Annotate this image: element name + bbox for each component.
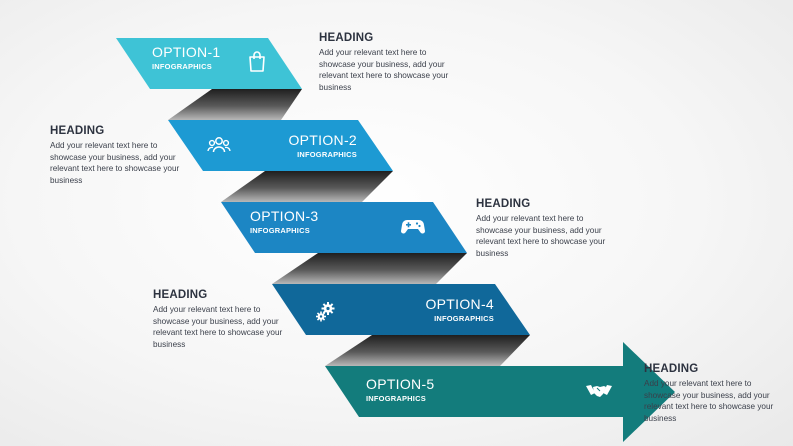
- note-3: HEADING Add your relevant text here to s…: [476, 198, 606, 259]
- option-5-arrow: [325, 342, 675, 442]
- option-2-subtitle: INFOGRAPHICS: [297, 150, 357, 159]
- option-4-label: OPTION-4 INFOGRAPHICS: [407, 297, 494, 323]
- note-1-heading: HEADING: [319, 32, 374, 44]
- note-4-heading: HEADING: [153, 289, 208, 301]
- note-2: HEADING Add your relevant text here to s…: [50, 125, 180, 186]
- option-3-title: OPTION-3: [250, 208, 319, 224]
- gears-icon: [316, 302, 335, 322]
- option-2-band: [168, 120, 393, 171]
- option-2-label: OPTION-2 INFOGRAPHICS: [270, 133, 357, 159]
- note-4: HEADING Add your relevant text here to s…: [153, 289, 283, 350]
- option-5-subtitle: INFOGRAPHICS: [366, 394, 426, 403]
- option-3-band: [221, 202, 467, 253]
- note-5-body: Add your relevant text here to showcase …: [644, 379, 774, 423]
- option-4-band: [272, 284, 530, 335]
- option-1-subtitle: INFOGRAPHICS: [152, 62, 212, 71]
- handshake-icon: [586, 385, 612, 397]
- option-3-subtitle: INFOGRAPHICS: [250, 226, 310, 235]
- note-2-heading: HEADING: [50, 125, 105, 137]
- team-icon: [207, 137, 231, 153]
- option-4-title: OPTION-4: [425, 296, 494, 312]
- note-5: HEADING Add your relevant text here to s…: [644, 363, 774, 424]
- fold-2: [221, 171, 393, 202]
- fold-3: [272, 253, 467, 284]
- option-5-label: OPTION-5 INFOGRAPHICS: [366, 377, 435, 403]
- note-2-body: Add your relevant text here to showcase …: [50, 141, 180, 185]
- note-5-heading: HEADING: [644, 363, 699, 375]
- option-1-title: OPTION-1: [152, 44, 221, 60]
- note-3-body: Add your relevant text here to showcase …: [476, 214, 606, 258]
- option-4-subtitle: INFOGRAPHICS: [434, 314, 494, 323]
- option-2-title: OPTION-2: [288, 132, 357, 148]
- gamepad-icon: [401, 220, 425, 234]
- fold-1: [168, 89, 302, 120]
- fold-4: [325, 335, 530, 366]
- shopping-bag-icon: [249, 51, 265, 72]
- option-5-title: OPTION-5: [366, 376, 435, 392]
- note-1-body: Add your relevant text here to showcase …: [319, 48, 449, 92]
- option-1-label: OPTION-1 INFOGRAPHICS: [152, 45, 221, 71]
- note-4-body: Add your relevant text here to showcase …: [153, 305, 283, 349]
- option-3-label: OPTION-3 INFOGRAPHICS: [250, 209, 319, 235]
- note-3-heading: HEADING: [476, 198, 531, 210]
- option-1-band: [116, 38, 302, 89]
- note-1: HEADING Add your relevant text here to s…: [319, 32, 449, 93]
